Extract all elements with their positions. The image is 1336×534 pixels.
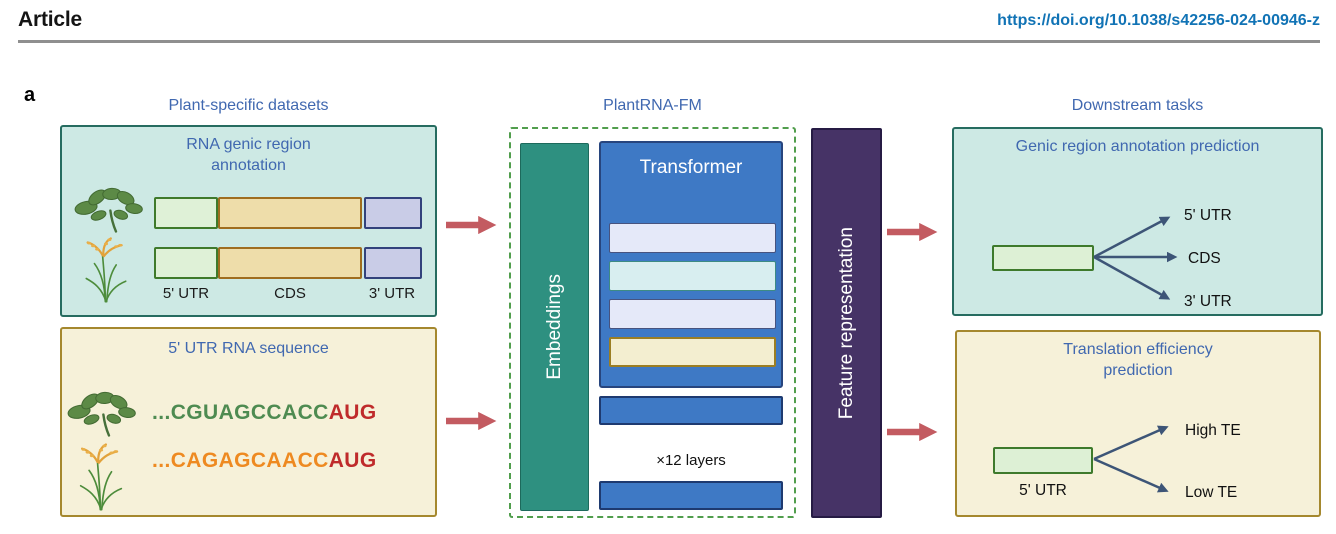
gene-structure-bar-arabidopsis <box>154 197 422 229</box>
doi-link[interactable]: https://doi.org/10.1038/s42256-024-00946… <box>997 12 1320 29</box>
transformer-layer-bar <box>609 223 776 253</box>
embeddings-bar: Embeddings <box>520 143 589 511</box>
utr-sequence-box: 5' UTR RNA sequence <box>60 327 437 517</box>
cds-segment <box>218 197 362 229</box>
transformer-label: Transformer <box>639 157 743 178</box>
column-title-model: PlantRNA-FM <box>603 97 702 114</box>
utr5-segment <box>154 197 218 229</box>
transformer-layer-bar-highlight <box>609 337 776 367</box>
cds-segment <box>218 247 362 279</box>
rna-sequence-rice: ...CAGAGCAACCAUG <box>152 449 377 473</box>
layers-count-label: ×12 layers <box>656 452 726 469</box>
utr3-label: 3' UTR <box>368 285 416 302</box>
output-utr5: 5' UTR <box>1184 207 1232 224</box>
genic-region-annotation-box: RNA genic region annotation <box>60 125 437 317</box>
output-low-te: Low TE <box>1185 484 1238 501</box>
start-codon: AUG <box>328 401 377 424</box>
rice-plant-icon <box>85 237 127 303</box>
utr-box-title: 5' UTR RNA sequence <box>168 340 329 357</box>
transformer-layer-bar <box>609 299 776 329</box>
genic-prediction-box: Genic region annotation prediction 5' UT… <box>952 127 1323 316</box>
sequence-prefix: ...CAGAGCAACC <box>152 449 329 472</box>
te-prediction-box: Translation efficiency prediction 5' UTR… <box>955 330 1321 517</box>
segment-labels: 5' UTR CDS 3' UTR <box>154 285 422 302</box>
figure-panel-label: a <box>24 84 36 106</box>
utr3-segment <box>364 197 422 229</box>
embeddings-label: Embeddings <box>543 274 565 380</box>
input-utr5-label: 5' UTR <box>1019 482 1067 499</box>
utr3-segment <box>364 247 422 279</box>
arabidopsis-plant-icon <box>67 391 136 437</box>
utr5-segment <box>154 247 218 279</box>
header-divider <box>18 40 1320 43</box>
utr5-label: 5' UTR <box>162 285 210 302</box>
genic-box-title: RNA genic region annotation <box>186 136 311 174</box>
stacked-layer-bar <box>599 396 783 425</box>
gene-structure-bar-rice <box>154 247 422 279</box>
plantrna-fm-model-box: Embeddings Transformer ×12 layers <box>509 127 796 518</box>
start-codon: AUG <box>328 449 377 472</box>
output-cds: CDS <box>1188 250 1221 267</box>
output-high-te: High TE <box>1185 422 1241 439</box>
transformer-block: Transformer <box>599 141 783 388</box>
genic-prediction-title: Genic region annotation prediction <box>1015 138 1260 155</box>
feature-representation-label: Feature representation <box>835 226 857 420</box>
column-title-datasets: Plant-specific datasets <box>168 97 329 114</box>
arabidopsis-plant-icon <box>74 187 143 233</box>
output-utr3: 3' UTR <box>1184 293 1232 310</box>
transformer-layer-bar <box>609 261 776 291</box>
input-sequence-rect <box>992 245 1094 271</box>
column-title-downstream: Downstream tasks <box>1071 97 1204 114</box>
cds-label: CDS <box>274 285 306 302</box>
te-prediction-title: Translation efficiency prediction <box>1063 341 1213 379</box>
article-label: Article <box>18 8 82 31</box>
feature-representation-bar: Feature representation <box>811 128 882 518</box>
input-utr5-rect <box>993 447 1093 474</box>
stacked-layer-bar <box>599 481 783 510</box>
rice-plant-icon <box>79 443 123 511</box>
rna-sequence-arabidopsis: ...CGUAGCCACCAUG <box>152 401 377 425</box>
sequence-prefix: ...CGUAGCCACC <box>152 401 329 424</box>
